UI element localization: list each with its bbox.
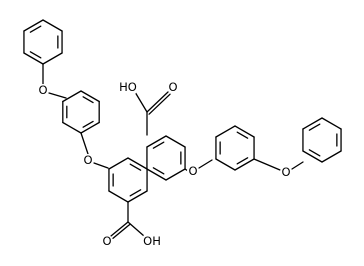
bond-o-right-phenyl [291,161,304,170]
ether-oxygen-right-phenyl: O [280,165,292,179]
naphthalene-right-ring-bond [165,135,186,148]
right-phenyl-ring-bond [321,150,342,163]
right-aryl-ring-bond [234,158,255,171]
naphthalene-right-ring-double-bond [152,167,165,175]
naphthalene-right-ring-bond [146,135,167,148]
naphthalene-right-ring-bond [165,168,186,181]
bond-o-naphthalene [93,162,109,169]
ether-oxygen-right-ring: O [187,164,199,178]
bond-o-right-aryl [198,159,213,169]
bond-top-hydroxyl [134,91,148,113]
ether-oxygen-top-phenyl: O [37,83,49,97]
carboxyl-bottom-carbonyl-oxygen: O [101,234,113,248]
bond-bottom-carbonyl [110,221,129,237]
top-phenyl-ring-double-bond [29,25,42,33]
bond-top-carbonyl-second [148,93,171,115]
atom-label-o-left-ring: O [83,153,92,167]
top-phenyl-ring-bond [23,19,44,32]
naphthalene-right-ring-double-bond [152,141,165,149]
naphthalene-left-ring-double-bond [129,163,142,171]
right-phenyl-ring-bond [302,117,323,130]
atom-label-cooh-top-carbonyl: O [168,80,177,94]
bond-bottom-carbonyl-second [112,223,131,239]
right-aryl-ring-bond [215,125,236,138]
ether-oxygen-left-ring: O [82,153,94,167]
top-phenyl-ring-bond [42,19,63,32]
naphthalene-left-ring-double-bond [129,189,142,197]
left-aryl-ring-bond [62,121,82,134]
naphthalene-left-ring-bond [108,157,129,170]
left-aryl-ring-bond [62,90,82,103]
naphthalene-right-ring-bond [146,168,167,181]
naphthalene-left-ring-bond [108,190,129,203]
atom-label-o-top-phenyl: O [38,83,47,97]
carboxyl-top-carbonyl-oxygen: O [167,80,179,94]
atom-label-o-right-phenyl: O [281,165,290,179]
bond-left-aryl-o [80,132,89,155]
bond-right-aryl-o [253,158,281,171]
atom-labels: O O O O O HO O OH [37,77,292,251]
right-aryl-ring-double-bond [236,131,249,139]
right-aryl-ring-bond [234,125,255,138]
carboxyl-top-hydroxyl: HO [118,77,138,97]
bond-o-left-aryl [48,92,67,99]
atom-label-cooh-bottom-hydroxyl: OH [143,234,161,248]
top-phenyl-ring-bond [23,52,44,65]
left-aryl-ring-bond [80,121,100,134]
right-aryl-ring-bond [215,158,236,171]
right-aryl-ring-double-bond [236,157,249,165]
top-phenyl-ring-double-bond [29,51,42,59]
atom-label-cooh-bottom-carbonyl: O [102,234,111,248]
top-phenyl-ring-bond [42,52,63,65]
naphthalene-left-ring-bond [127,157,148,170]
bond-bottom-hydroxyl [127,221,145,237]
right-phenyl-ring-double-bond [308,123,321,131]
left-aryl-ring-double-bond [82,96,94,104]
atom-label-cooh-top-hydroxyl: HO [119,80,137,94]
bond-top-carbonyl [146,91,169,113]
naphthalene-left-ring-bond [127,190,148,203]
atom-label-o-right-ring: O [188,164,197,178]
right-phenyl-ring-bond [302,150,323,163]
right-phenyl-ring-double-bond [308,149,321,157]
right-phenyl-ring-bond [321,117,342,130]
bond-lines [23,19,342,239]
carboxyl-bottom-hydroxyl: OH [142,231,162,251]
left-aryl-ring-bond [80,90,100,103]
left-aryl-ring-double-bond [82,120,94,128]
